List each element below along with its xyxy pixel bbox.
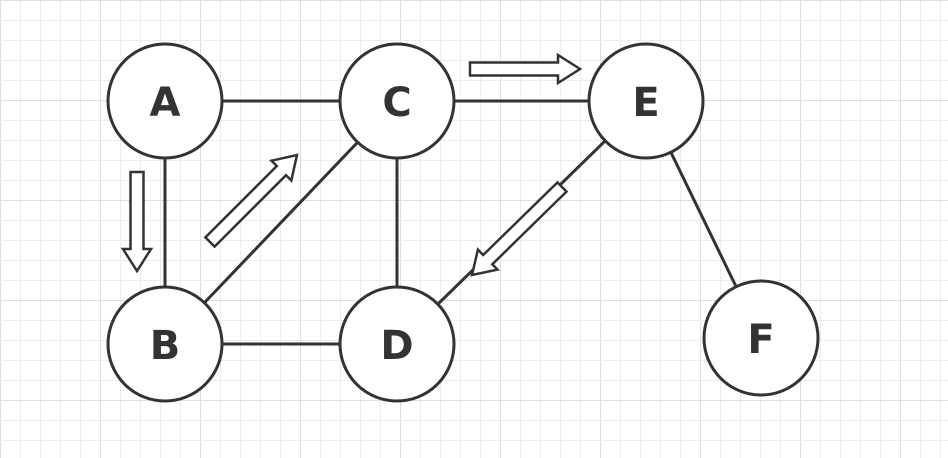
node-label: C: [382, 80, 411, 126]
node-b: B: [106, 285, 224, 403]
node-circle: [702, 279, 820, 397]
node-circle: [587, 42, 705, 160]
node-d: D: [338, 285, 456, 403]
traversal-arrows: [120, 52, 583, 277]
arrow-b-to-c-icon: [203, 153, 299, 249]
arrow-e-to-d-icon: [470, 180, 569, 277]
node-label: A: [150, 80, 181, 126]
node-circle: [106, 42, 224, 160]
node-label: D: [380, 323, 413, 369]
node-f: F: [702, 279, 820, 397]
node-e: E: [587, 42, 705, 160]
graph-nodes: A B C D E F: [106, 42, 820, 403]
node-a: A: [106, 42, 224, 160]
arrow-c-to-e-icon: [468, 52, 583, 86]
node-label: B: [150, 323, 181, 369]
node-c: C: [338, 42, 456, 160]
node-label: E: [632, 80, 659, 126]
node-circle: [338, 285, 456, 403]
node-label: F: [747, 317, 774, 363]
node-circle: [338, 42, 456, 160]
node-circle: [106, 285, 224, 403]
arrow-a-to-b-icon: [120, 170, 154, 274]
